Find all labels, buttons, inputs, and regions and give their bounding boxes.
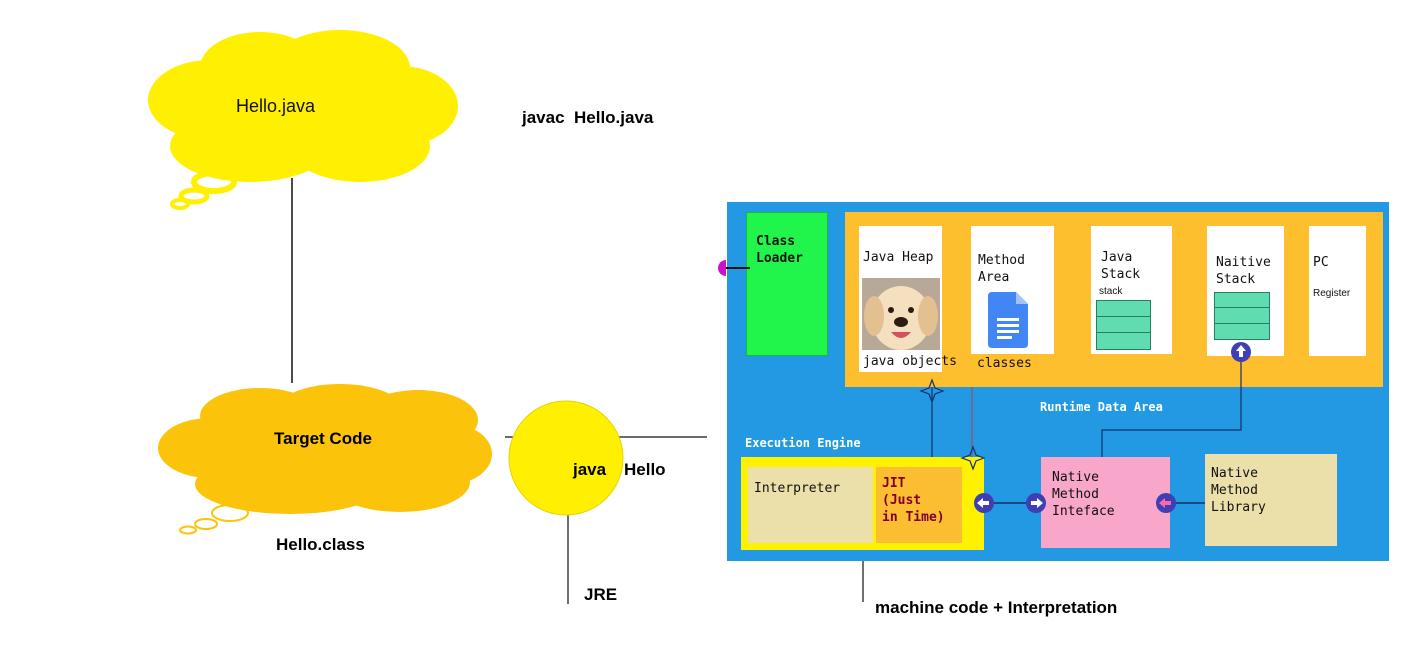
- native-stack-icon: [1214, 292, 1270, 340]
- runtime-data-area-label: Runtime Data Area: [1040, 400, 1163, 414]
- java-heap-title: Java Heap: [863, 250, 934, 265]
- run-class-label: Hello: [624, 460, 666, 479]
- native-stack-panel: Naitive Stack: [1207, 226, 1284, 356]
- run-java-label: java: [573, 460, 607, 479]
- jre-circle: [508, 400, 624, 516]
- method-area-panel: Method Area: [971, 226, 1054, 354]
- source-file-label: Hello.java: [236, 96, 316, 116]
- java-stack-panel: Java Stack stack: [1091, 226, 1172, 354]
- method-area-title: Method Area: [978, 253, 1025, 285]
- native-interface-label: Native Method Inteface: [1052, 470, 1115, 519]
- connector-arrow-icon: [974, 342, 1251, 513]
- pc-sub: Register: [1313, 288, 1351, 299]
- native-library-label: Native Method Library: [1211, 466, 1266, 515]
- method-area-caption: classes: [977, 356, 1032, 371]
- java-stack-title: Java Stack: [1101, 250, 1141, 282]
- interpreter-label: Interpreter: [754, 481, 841, 496]
- class-file-label: Hello.class: [276, 535, 365, 554]
- target-code-label: Target Code: [274, 429, 372, 448]
- input-connector-icon: [718, 260, 750, 276]
- pc-title: PC: [1313, 255, 1329, 270]
- source-cloud: [148, 30, 458, 210]
- jre-label: JRE: [584, 585, 618, 604]
- native-interface-box: Native Method Inteface: [1041, 457, 1170, 548]
- class-loader-box: Class Loader: [746, 212, 828, 356]
- execution-engine-label: Execution Engine: [745, 436, 861, 450]
- stack-icon: [1096, 300, 1151, 350]
- java-heap-panel: Java Heap java objects: [859, 226, 957, 372]
- jit-box: JIT (Just in Time): [876, 467, 962, 543]
- java-stack-sub: stack: [1099, 286, 1123, 297]
- class-loader-label: Class Loader: [756, 234, 803, 266]
- java-heap-caption: java objects: [863, 354, 957, 369]
- dog-photo: [862, 278, 940, 350]
- jit-label: JIT (Just in Time): [882, 476, 945, 525]
- native-library-box: Native Method Library: [1205, 454, 1337, 546]
- compile-command: javac Hello.java: [522, 108, 654, 127]
- google-docs-icon: [988, 292, 1028, 348]
- bottom-note: machine code + Interpretation: [875, 598, 1118, 617]
- native-stack-title: Naitive Stack: [1216, 255, 1271, 287]
- target-cloud: [158, 384, 492, 535]
- interpreter-box: Interpreter: [748, 467, 873, 543]
- pc-register-panel: PC Register: [1309, 226, 1366, 356]
